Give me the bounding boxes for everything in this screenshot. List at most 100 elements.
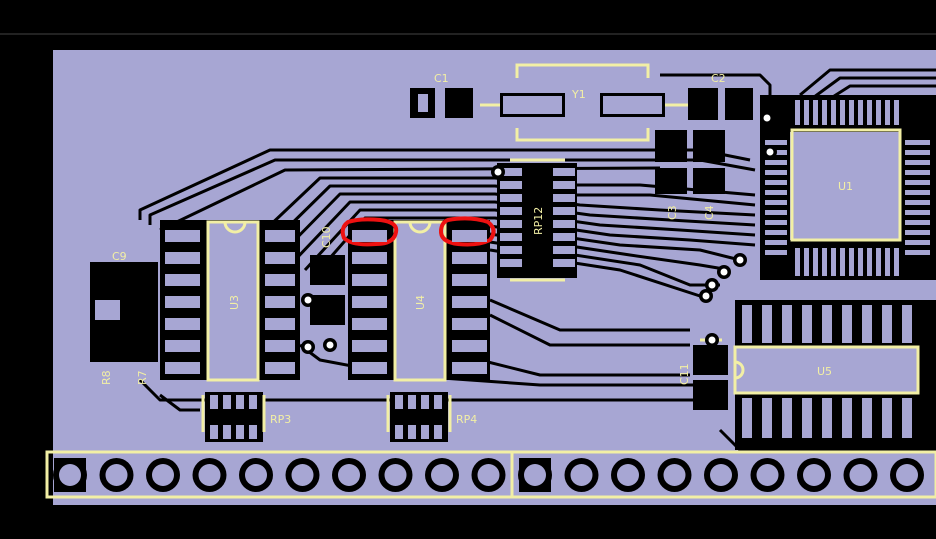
header-pad xyxy=(896,464,918,486)
u3-pad xyxy=(265,252,295,264)
c11-footprint xyxy=(693,338,728,410)
rp4-label: RP4 xyxy=(456,413,477,426)
u5-pin xyxy=(782,398,792,438)
c1-footprint xyxy=(410,88,473,118)
u3-pad xyxy=(265,340,295,352)
via-hole xyxy=(702,292,710,300)
u4-right-pad-highlight xyxy=(438,216,496,247)
u5-label: U5 xyxy=(817,365,832,378)
u1-pin xyxy=(765,240,787,245)
u1-pin xyxy=(905,210,930,215)
via-hole xyxy=(766,148,774,156)
y1-footprint xyxy=(480,63,690,142)
header-pad xyxy=(59,464,81,486)
u1-pin xyxy=(795,248,800,276)
u4-pad xyxy=(452,340,487,352)
u4-pad xyxy=(452,318,487,330)
u1-pin xyxy=(905,190,930,195)
u3-pad xyxy=(165,318,200,330)
u1-pin xyxy=(894,248,899,276)
u1-pin xyxy=(905,220,930,225)
rp12-pad xyxy=(500,168,522,176)
u3-pad xyxy=(165,296,200,308)
rp12-pad xyxy=(500,220,522,228)
u1-pin xyxy=(765,220,787,225)
via-hole xyxy=(304,343,312,351)
via-hole xyxy=(708,336,716,344)
u1-pin xyxy=(822,248,827,276)
via-hole xyxy=(708,281,716,289)
rp4-pad xyxy=(408,425,416,439)
u5-pin xyxy=(802,305,812,343)
rp12-pad xyxy=(553,259,575,267)
u1-pin xyxy=(905,150,930,155)
c9-label: C9 xyxy=(112,250,127,263)
rp12-pad xyxy=(500,246,522,254)
u5-pin xyxy=(862,305,872,343)
u1-pin xyxy=(876,248,881,276)
rp12-pad xyxy=(553,207,575,215)
u4-pad xyxy=(452,274,487,286)
u1-pin xyxy=(905,250,930,255)
u1-label: U1 xyxy=(838,180,853,193)
rp12-pad xyxy=(553,233,575,241)
rp12-pad xyxy=(553,220,575,228)
rp4-pad xyxy=(408,395,416,409)
rp12-pad xyxy=(500,181,522,189)
u3-pad xyxy=(165,340,200,352)
u4-pad xyxy=(452,362,487,374)
header-connector-right xyxy=(510,450,936,499)
c3-label: C3 xyxy=(666,205,679,220)
rp12-pad xyxy=(553,194,575,202)
u4-pad xyxy=(352,318,387,330)
rp3-pad xyxy=(210,395,218,409)
u1-pin xyxy=(765,160,787,165)
u4-left-pad-highlight xyxy=(340,217,399,247)
via-hole xyxy=(763,114,771,122)
u3-pad xyxy=(165,252,200,264)
u5-pin xyxy=(742,398,752,438)
u5-pin xyxy=(902,305,912,343)
u5-pin xyxy=(882,398,892,438)
rp12-pad xyxy=(553,168,575,176)
rp4-pad xyxy=(421,425,429,439)
u1-pin xyxy=(905,240,930,245)
u3-pad xyxy=(165,230,200,242)
rp4-pad xyxy=(395,425,403,439)
u1-pin xyxy=(867,100,872,125)
rp12-pad xyxy=(500,259,522,267)
header-pad xyxy=(803,464,825,486)
u1-footprint xyxy=(760,95,936,280)
u5-pin xyxy=(762,398,772,438)
u1-pin xyxy=(822,100,827,125)
u1-pin xyxy=(905,140,930,145)
via-hole xyxy=(326,341,334,349)
via-hole xyxy=(494,168,502,176)
u1-pin xyxy=(885,248,890,276)
u4-pad xyxy=(452,252,487,264)
u5-pin xyxy=(762,305,772,343)
u1-pin xyxy=(905,160,930,165)
u5-pin xyxy=(742,305,752,343)
u4-pad xyxy=(352,274,387,286)
u1-pin xyxy=(765,230,787,235)
header-pad xyxy=(710,464,732,486)
u3-pad xyxy=(265,362,295,374)
u1-pin xyxy=(849,248,854,276)
u4-pad xyxy=(352,362,387,374)
header-pad xyxy=(663,464,686,486)
u1-pin xyxy=(765,250,787,255)
u1-pin xyxy=(765,210,787,215)
u4-label: U4 xyxy=(414,295,427,310)
rp4-pad xyxy=(421,395,429,409)
u1-pin xyxy=(905,170,930,175)
u3-pad xyxy=(265,318,295,330)
u1-pin xyxy=(804,248,809,276)
via-hole xyxy=(720,268,728,276)
u1-pin xyxy=(849,100,854,125)
rp3-pad xyxy=(223,425,231,439)
u5-pin xyxy=(902,398,912,438)
u1-pin xyxy=(858,248,863,276)
u3-pad xyxy=(265,296,295,308)
header-pad xyxy=(524,464,546,486)
